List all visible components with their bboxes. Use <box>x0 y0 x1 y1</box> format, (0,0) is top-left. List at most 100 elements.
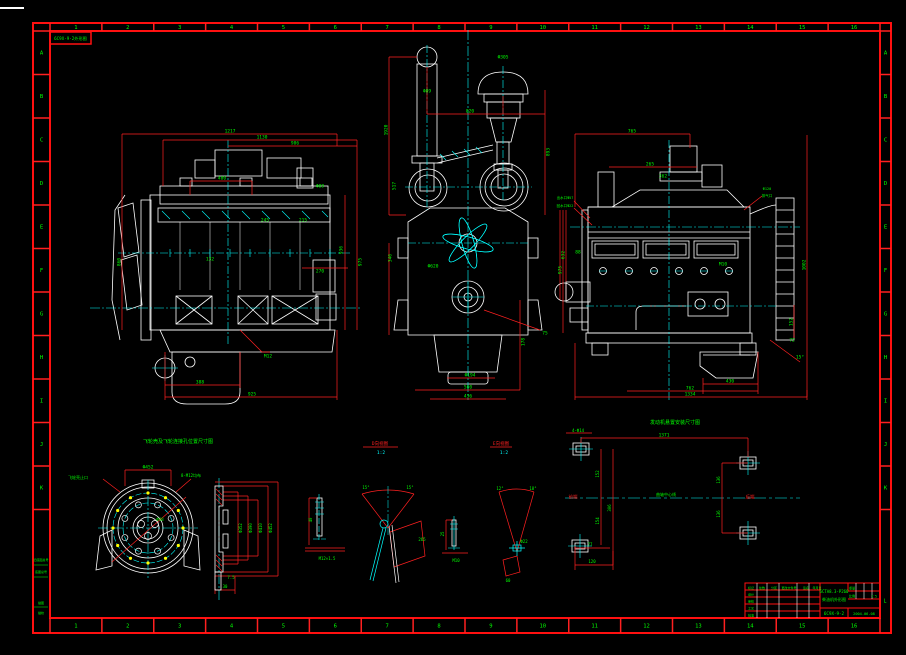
footer-marks: 旧底图总号 底图总号 描图 描校 <box>33 557 48 615</box>
footer-mark-lines <box>34 564 48 608</box>
detail-view-e <box>490 446 535 577</box>
title-block-text: 6CTA8.3-P260 柴油机外形图 重量 比例 1:5 6C9X-9-2 2… <box>820 586 877 617</box>
title-block-header-cell: 分区 <box>771 585 777 590</box>
flywheel-hub-hole <box>151 520 159 528</box>
zone-column-label: 15 <box>799 25 806 31</box>
dim-label: 1002 <box>802 259 808 270</box>
zone-row-label: E <box>40 224 43 230</box>
zone-column-label: 15 <box>799 624 806 630</box>
dim-label: 7.5 <box>227 575 235 580</box>
flywheel-bolt-hole <box>154 547 161 555</box>
zone-row-label: B <box>884 94 888 100</box>
dim-label: 430 <box>726 379 734 385</box>
title-block-white-lines <box>756 583 873 618</box>
zone-column-label: 12 <box>643 624 650 630</box>
flywheel-view-title: 飞轮壳及飞轮连接孔位置尺寸图 <box>143 438 213 445</box>
zone-column-label: 10 <box>540 624 547 630</box>
dim-label: 1920 <box>384 124 390 135</box>
dim-label: 245 <box>261 218 269 224</box>
dim-label: 362 <box>659 174 667 180</box>
zone-column-label: 4 <box>230 624 234 630</box>
zone-row-label: C <box>884 137 887 143</box>
dim-label: 560 <box>464 385 472 391</box>
zone-column-label: 6 <box>334 624 337 630</box>
drawing-date: 2004-06-08 <box>853 612 875 616</box>
zone-column-label: 2 <box>126 624 129 630</box>
title-block: 6CTA8.3-P260 柴油机外形图 重量 比例 1:5 6C9X-9-2 2… <box>744 582 881 619</box>
dim-label: 154 <box>595 517 600 525</box>
weight-label: 重量 <box>849 586 856 591</box>
dim-label: Ф48 <box>156 517 164 522</box>
dim-label: 388 <box>196 380 204 386</box>
zone-column-label: 2 <box>126 25 129 31</box>
dim-label: 88 <box>575 250 581 256</box>
dim-label: 893 <box>546 148 552 156</box>
flywheel-leader-left: 飞轮壳止口 <box>68 474 88 480</box>
zone-row-label: H <box>884 355 887 361</box>
detail-e-dimensions <box>490 446 535 577</box>
zone-row-label: F <box>884 268 887 274</box>
dim-label: 出水口Ф57 <box>557 195 574 200</box>
dim-label: Ф352 <box>238 523 243 533</box>
dim-label: 436 <box>464 394 472 400</box>
dim-label: 30 <box>223 584 228 589</box>
reference-label: 6C9X-9-2外形图 <box>54 35 87 42</box>
zone-column-label: 5 <box>282 25 285 31</box>
flywheel-section <box>214 485 229 591</box>
left-view-dimensions <box>121 133 358 400</box>
dim-label: 306 <box>607 504 612 512</box>
title-block-header-cell: 标记 <box>748 585 754 590</box>
flywheel-bolt-dot <box>146 561 150 565</box>
dim-label: 517 <box>392 182 398 190</box>
dim-label: 936 <box>339 246 345 254</box>
dim-label: 178 <box>521 338 527 346</box>
title-block-row-label: 审核 <box>748 599 754 604</box>
flywheel-bolt-dot <box>128 556 133 560</box>
dim-label: Ф120 <box>763 187 771 191</box>
zone-row-label: J <box>40 442 43 448</box>
flywheel-bolt-hole <box>167 534 175 541</box>
zone-row-label: J <box>884 442 887 448</box>
dim-label: L <box>883 599 886 605</box>
title-block-header-cell: 签名 <box>803 585 809 590</box>
dim-label: M10 <box>719 262 727 268</box>
dim-label: 152 <box>595 470 600 478</box>
flywheel-bolt-dot <box>116 508 120 513</box>
dim-label: 15° <box>796 355 804 361</box>
footer-mark: 描图 <box>38 600 44 605</box>
product-name-line2: 柴油机外形图 <box>822 596 846 602</box>
zone-column-label: 8 <box>437 25 440 31</box>
title-block-row-label: 批准 <box>748 613 754 618</box>
dim-label: 925 <box>248 392 256 398</box>
dim-label: Ф22 <box>520 539 528 544</box>
scale-label: 比例 <box>849 594 855 599</box>
outer-border <box>32 22 892 634</box>
zone-row-label: I <box>884 398 887 404</box>
zone-row-label: B <box>40 94 44 100</box>
dim-label: 前端 <box>569 494 578 501</box>
stud-2-dimensions <box>442 519 468 554</box>
reference-box <box>49 31 92 45</box>
zone-column-label: 11 <box>591 624 598 630</box>
title-block-red-lines <box>744 582 881 619</box>
dim-label: 后端 <box>746 494 755 501</box>
detail-views <box>305 446 535 584</box>
dim-label: Ф194 <box>465 373 476 379</box>
zone-row-label: F <box>40 268 43 274</box>
dim-label: 72 <box>789 338 795 344</box>
stud-detail-1 <box>316 497 323 537</box>
dim-label: 400 <box>218 176 226 182</box>
fuel-fitting <box>509 541 525 556</box>
zone-column-label: 13 <box>695 624 702 630</box>
zone-column-label: 1 <box>74 25 77 31</box>
zone-row-label: K <box>40 485 44 491</box>
zone-row-label: G <box>40 311 43 317</box>
footer-mark: 旧底图总号 <box>33 557 48 562</box>
dim-label: 136 <box>716 476 721 484</box>
flywheel-bolt-hole <box>135 501 142 509</box>
flywheel-bolt-dot <box>146 491 150 495</box>
zone-column-label: 16 <box>851 624 858 630</box>
zone-column-label: 3 <box>178 25 181 31</box>
dim-label: M12×1.5 <box>319 556 336 561</box>
mount-dimensions <box>566 432 749 570</box>
